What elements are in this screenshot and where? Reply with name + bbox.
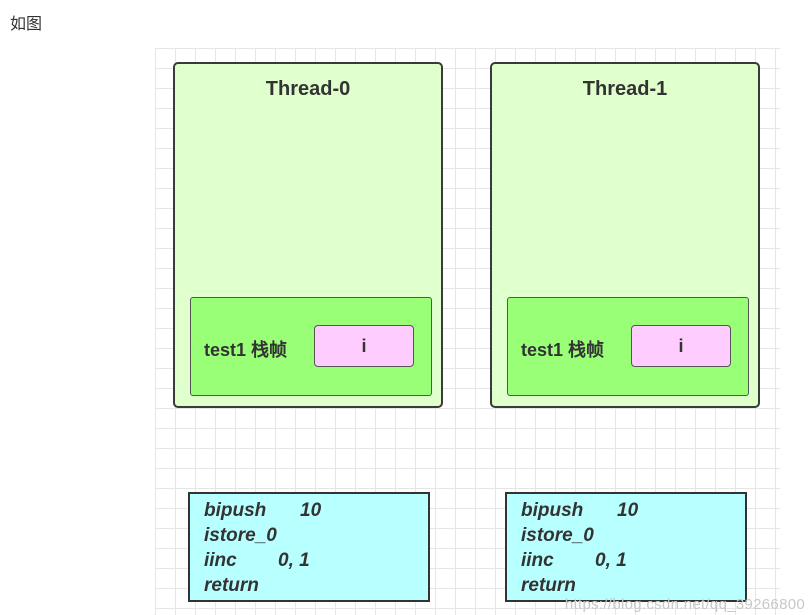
bytecode-op: iinc: [204, 550, 237, 571]
bytecode-line: return: [204, 573, 428, 598]
thread-1-local-var: i: [631, 325, 731, 367]
thread-1-bytecode-box: bipush 10 istore_0 iinc 0, 1 return: [505, 492, 747, 602]
bytecode-op: istore_0: [204, 525, 277, 546]
bytecode-op: return: [204, 575, 259, 596]
bytecode-op: iinc: [521, 550, 554, 571]
caption-text: 如图: [10, 16, 43, 33]
thread-0-stack-frame: test1 栈帧 i: [190, 297, 432, 396]
bytecode-op: bipush: [521, 500, 584, 521]
thread-0-title: Thread-0: [265, 78, 351, 100]
bytecode-line: istore_0: [521, 523, 745, 548]
thread-0-box: Thread-0 test1 栈帧 i: [173, 62, 443, 408]
bytecode-line: iinc 0, 1: [204, 548, 428, 573]
thread-0-frame-label: test1 栈帧: [204, 340, 288, 360]
bytecode-arg: 0, 1: [278, 550, 310, 571]
bytecode-line: bipush 10: [521, 498, 745, 523]
thread-1-title: Thread-1: [582, 78, 668, 100]
thread-1-frame-label: test1 栈帧: [521, 340, 605, 360]
bytecode-op: return: [521, 575, 576, 596]
bytecode-arg: 10: [617, 500, 639, 521]
bytecode-arg: 10: [300, 500, 322, 521]
thread-1-stack-frame: test1 栈帧 i: [507, 297, 749, 396]
watermark-text: https://blog.csdn.net/qq_39266800: [564, 596, 805, 613]
bytecode-line: bipush 10: [204, 498, 428, 523]
bytecode-line: iinc 0, 1: [521, 548, 745, 573]
bytecode-arg: 0, 1: [595, 550, 627, 571]
bytecode-line: return: [521, 573, 745, 598]
bytecode-op: istore_0: [521, 525, 594, 546]
thread-1-box: Thread-1 test1 栈帧 i: [490, 62, 760, 408]
bytecode-line: istore_0: [204, 523, 428, 548]
thread-0-local-var: i: [314, 325, 414, 367]
thread-0-bytecode-box: bipush 10 istore_0 iinc 0, 1 return: [188, 492, 430, 602]
bytecode-op: bipush: [204, 500, 267, 521]
